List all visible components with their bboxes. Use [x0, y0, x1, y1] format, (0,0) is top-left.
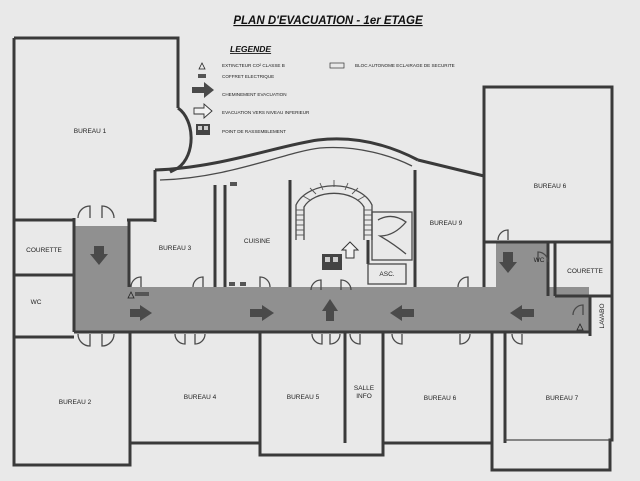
arrow-right-2 [250, 305, 274, 321]
extinguisher-legend-icon [198, 62, 206, 70]
legend-evacuation-path: CHEMINEMENT EVACUATION [222, 92, 287, 97]
plan-title: PLAN D'EVACUATION - 1er ETAGE [233, 15, 423, 27]
assembly-point-legend-icon [196, 124, 210, 135]
legend: LEGENDE EXTINCTEUR CO² CLASSE B COFFRET … [192, 44, 455, 135]
arrow-right-1 [130, 305, 152, 321]
room-bureau-9: BUREAU 9 [430, 220, 463, 227]
legend-emergency-light: BLOC AUTONOME ECLAIRAGE DE SECURITE [355, 63, 455, 68]
room-wc-right: WC [534, 257, 545, 264]
electrical-box-icons [135, 182, 246, 296]
evacuation-arrows [90, 246, 534, 321]
room-bureau-5: BUREAU 5 [287, 394, 320, 401]
arrow-down-right [499, 252, 517, 273]
legend-electrical-box: COFFRET ELECTRIQUE [222, 74, 274, 79]
bay-window-curve [169, 106, 193, 174]
main-staircase [295, 180, 373, 240]
room-labels: BUREAU 1 BUREAU 3 CUISINE COURETTE WC BU… [26, 128, 606, 406]
lower-level-legend-icon [193, 103, 213, 119]
room-cuisine: CUISINE [244, 238, 271, 245]
room-bureau-4: BUREAU 4 [184, 394, 217, 401]
legend-lower-level: EVACUATION VERS NIVEAU INFERIEUR [222, 110, 310, 115]
room-courette-left: COURETTE [26, 247, 62, 254]
room-bureau-6-bottom: BUREAU 6 [424, 395, 457, 402]
inner-walls [14, 137, 612, 443]
room-bureau-2: BUREAU 2 [59, 399, 92, 406]
legend-heading: LEGENDE [230, 44, 271, 54]
arrow-left-2 [510, 305, 534, 321]
extinguisher-icons [127, 291, 584, 331]
outer-walls [12, 36, 614, 472]
room-bureau-6-top: BUREAU 6 [534, 183, 567, 190]
door-swings [77, 205, 584, 347]
room-bureau-3: BUREAU 3 [159, 245, 192, 252]
legend-assembly-point: POINT DE RASSEMBLEMENT [222, 129, 286, 134]
arrow-down-left [90, 246, 108, 265]
assembly-point-icon [322, 254, 342, 270]
room-wc-left: WC [31, 299, 42, 306]
room-salle-info-line2: INFO [356, 393, 372, 400]
room-bureau-7: BUREAU 7 [546, 395, 579, 402]
arrow-left-1 [390, 305, 414, 321]
evacuation-path-legend-icon [192, 82, 214, 98]
room-salle-info-line1: SALLE [354, 385, 375, 392]
arrow-to-lower-level-icon [340, 241, 360, 259]
arrow-up-center [322, 299, 338, 321]
legend-extinguisher: EXTINCTEUR CO² CLASSE B [222, 63, 285, 68]
room-lavabo: LAVABO [599, 303, 606, 328]
emergency-light-legend-icon [329, 62, 345, 69]
room-courette-right: COURETTE [567, 268, 603, 275]
electrical-box-legend-icon [198, 74, 206, 78]
room-bureau-1: BUREAU 1 [74, 128, 107, 135]
elevator-label: ASC. [379, 271, 394, 278]
secondary-staircase [371, 211, 413, 261]
